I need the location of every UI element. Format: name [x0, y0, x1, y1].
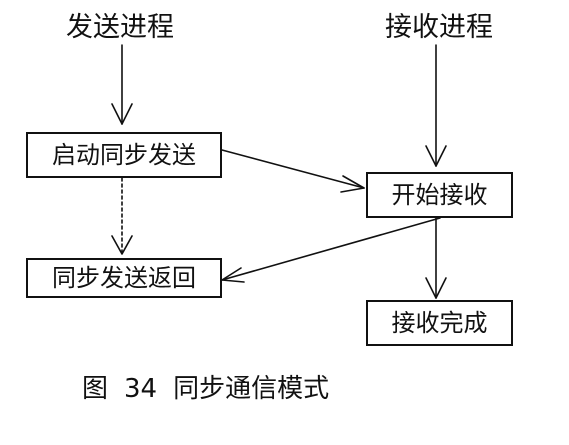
arrowhead-receiver-to-begin — [425, 145, 447, 167]
begin-receive-box: 开始接收 — [366, 172, 513, 218]
figure-caption: 图 34 同步通信模式 — [82, 376, 329, 402]
arrowhead-begin-to-return — [221, 267, 245, 283]
figure-number: 34 — [124, 374, 158, 404]
arrow-start-to-begin — [221, 149, 365, 189]
receive-complete-box: 接收完成 — [366, 300, 513, 346]
arrow-begin-to-return — [221, 217, 441, 281]
start-sync-send-box: 启动同步发送 — [26, 132, 222, 178]
arrowhead-sender-to-start — [111, 103, 133, 125]
figure-label: 图 — [82, 374, 109, 404]
arrowhead-begin-to-complete — [425, 277, 447, 299]
figure-title: 同步通信模式 — [173, 374, 330, 404]
sender-process-title: 发送进程 — [66, 12, 174, 43]
receiver-process-title: 接收进程 — [385, 12, 493, 43]
arrowhead-start-to-begin — [340, 175, 365, 193]
sync-send-return-box: 同步发送返回 — [26, 258, 222, 298]
arrowhead-dotted-wait — [111, 235, 133, 255]
